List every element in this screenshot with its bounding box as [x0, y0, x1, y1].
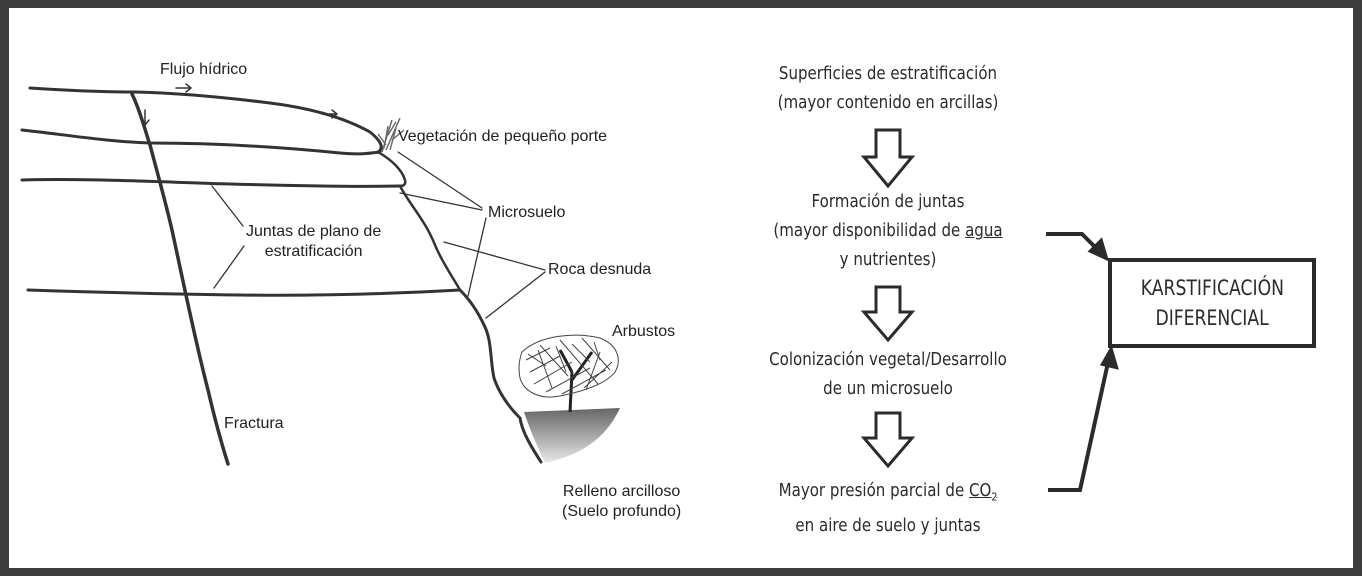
flow-down-arrows: [860, 128, 916, 469]
leader-juntas-2: [213, 245, 245, 289]
co2-underlined: CO2: [969, 481, 998, 504]
down-arrow-1: [860, 128, 916, 189]
stratum-1-base: [20, 128, 382, 156]
flow-step-1-line2: (mayor contenido en arcillas): [777, 93, 999, 113]
flow-step-3: Colonización vegetal/Desarrollo de un mi…: [716, 346, 1060, 404]
label-roca-desnuda: Roca desnuda: [548, 261, 652, 278]
flow-step-1: Superficies de estratificación (mayor co…: [716, 60, 1060, 118]
fracture: [130, 92, 230, 466]
stratum-1-top: [28, 86, 383, 154]
label-juntas-line2: estratificación: [264, 243, 363, 260]
label-relleno-line2: (Suelo profundo): [562, 503, 682, 520]
result-line2: DIFERENCIAL: [1155, 306, 1269, 330]
leader-microsuelo-3: [467, 217, 487, 297]
flow-step-2-line3: y nutrientes): [839, 250, 937, 270]
small-vegetation-icon: [377, 117, 405, 153]
stratum-2-base: [20, 177, 402, 188]
leader-roca-1: [443, 241, 546, 271]
flow-arrow-2: [321, 109, 338, 119]
leader-microsuelo-1: [397, 151, 483, 209]
label-microsuelo: Microsuelo: [488, 204, 566, 221]
flow-arrow-down: [140, 109, 150, 126]
flow-step-2-line1: Formación de juntas: [811, 192, 965, 212]
label-juntas-line1: Juntas de plano de: [246, 223, 382, 240]
flow-step-2-line2: (mayor disponibilidad de agua: [773, 221, 1003, 241]
label-fractura: Fractura: [224, 415, 284, 432]
flow-step-4: Mayor presión parcial de CO2 en aire de …: [716, 477, 1060, 541]
down-arrow-2: [860, 285, 916, 343]
cliff-lower: [458, 288, 543, 464]
flow-step-3-line1: Colonización vegetal/Desarrollo: [769, 350, 1007, 370]
leader-roca-2: [485, 271, 546, 319]
agua-underlined: agua: [965, 221, 1003, 241]
clay-fill: [524, 408, 620, 463]
figure-panel: [9, 8, 1353, 568]
label-juntas: Juntas de plano de estratificación: [246, 222, 381, 262]
flow-step-1-line1: Superficies de estratificación: [778, 64, 998, 84]
flow-step-2: Formación de juntas (mayor disponibilida…: [716, 188, 1060, 275]
result-line1: KARSTIFICACIÓN: [1140, 276, 1284, 300]
stratum-2-face: [376, 150, 407, 188]
flow-arrow-1: [175, 83, 192, 93]
label-relleno: Relleno arcilloso (Suelo profundo): [562, 482, 681, 522]
shrub-icon: [518, 334, 619, 413]
label-flujo-hidrico: Flujo hídrico: [160, 61, 248, 78]
stratum-3-base: [26, 288, 462, 297]
flow-step-4-line1: Mayor presión parcial de CO2: [778, 481, 998, 504]
leader-juntas-1: [211, 185, 244, 227]
flow-step-3-line2: de un microsuelo: [823, 379, 953, 399]
to-result-arrows: [1046, 232, 1119, 492]
flow-step-4-line2: en aire de suelo y juntas: [795, 515, 981, 536]
karstificacion-box: KARSTIFICACIÓN DIFERENCIAL: [1108, 258, 1316, 348]
leader-microsuelo-2: [399, 192, 483, 211]
label-relleno-line1: Relleno arcilloso: [562, 483, 681, 500]
stratum-3-face: [398, 184, 462, 292]
down-arrow-3: [860, 411, 916, 469]
label-vegetacion: Vegetación de pequeño porte: [398, 128, 608, 145]
label-arbustos: Arbustos: [612, 323, 676, 340]
